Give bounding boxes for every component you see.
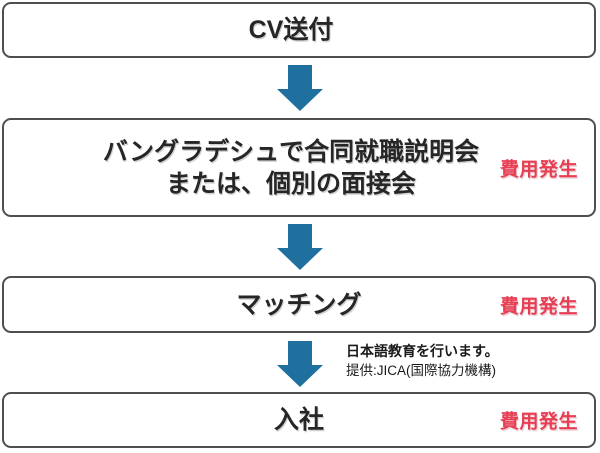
step-title: CV送付 <box>248 16 334 44</box>
down-arrow-icon <box>277 224 323 270</box>
down-arrow-icon <box>277 341 323 387</box>
step-title: または、個別の面接会 <box>165 169 416 198</box>
step-box-matching: マッチング 費用発生 <box>2 276 596 333</box>
down-arrow-icon <box>277 65 323 111</box>
note-line-provider: 提供:JICA(国際協力機構) <box>346 363 496 378</box>
cost-badge: 費用発生 <box>499 296 578 317</box>
step-box-briefing: バングラデシュで合同就職説明会 または、個別の面接会 費用発生 <box>2 118 596 217</box>
step-title: バングラデシュで合同就職説明会 <box>102 137 480 166</box>
jica-note: 日本語教育を行います。 提供:JICA(国際協力機構) <box>346 342 499 380</box>
step-title: 入社 <box>273 406 324 434</box>
cost-badge: 費用発生 <box>499 411 578 433</box>
step-box-cv-submission: CV送付 <box>2 2 596 58</box>
cost-badge: 費用発生 <box>499 159 578 180</box>
step-title: マッチング <box>236 290 362 319</box>
note-line-education: 日本語教育を行います。 <box>346 343 499 359</box>
step-box-joining: 入社 費用発生 <box>2 392 596 448</box>
